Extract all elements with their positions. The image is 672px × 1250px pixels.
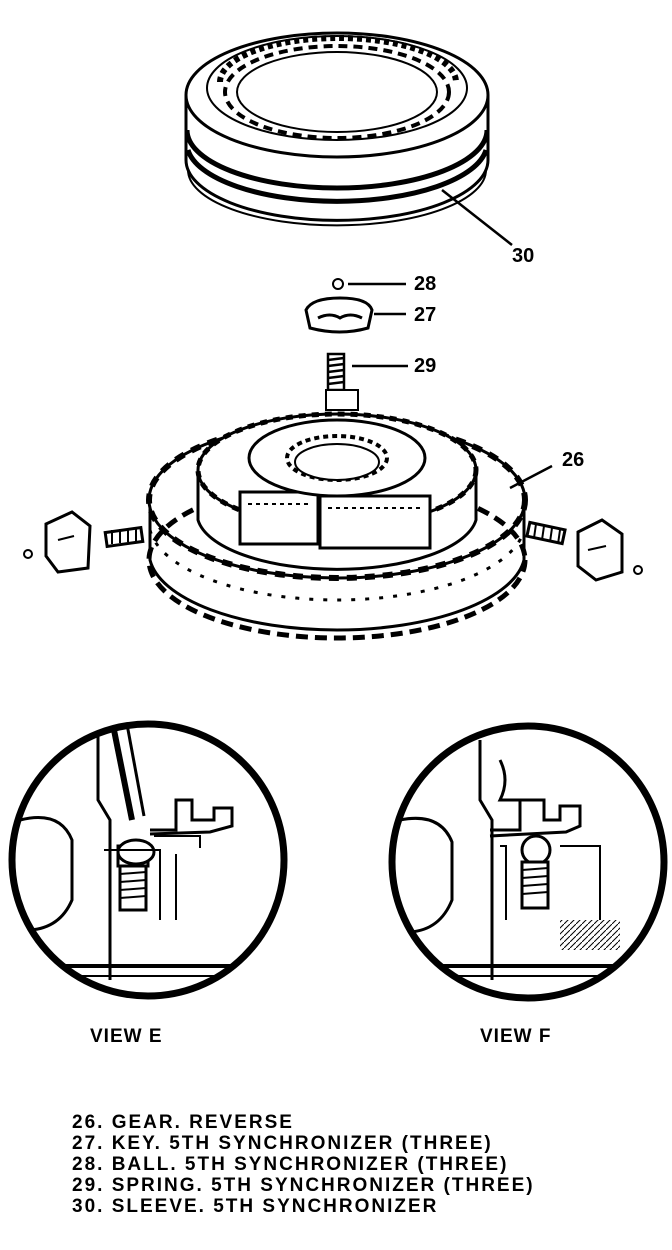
legend-item-26: 26. GEAR. REVERSE xyxy=(72,1112,294,1133)
sleeve-30 xyxy=(184,31,490,227)
view-f-label: VIEW F xyxy=(480,1026,551,1047)
view-f-detail xyxy=(388,722,668,1002)
callout-30: 30 xyxy=(512,245,534,267)
callout-26: 26 xyxy=(562,449,584,471)
callout-28: 28 xyxy=(414,273,436,295)
leader-30 xyxy=(441,189,513,246)
key-27 xyxy=(304,296,374,334)
right-key-assembly xyxy=(525,518,643,582)
legend-item-27: 27. KEY. 5TH SYNCHRONIZER (THREE) xyxy=(72,1133,493,1154)
spring-29 xyxy=(326,352,346,392)
callout-29: 29 xyxy=(414,355,436,377)
leader-26 xyxy=(509,464,553,490)
legend-item-30: 30. SLEEVE. 5TH SYNCHRONIZER xyxy=(72,1196,439,1217)
legend-item-28: 28. BALL. 5TH SYNCHRONIZER (THREE) xyxy=(72,1154,509,1175)
legend-item-29: 29. SPRING. 5TH SYNCHRONIZER (THREE) xyxy=(72,1175,535,1196)
view-e-label: VIEW E xyxy=(90,1026,163,1047)
left-key-assembly xyxy=(23,510,145,574)
ball-28 xyxy=(332,278,344,290)
gear-26 xyxy=(146,389,528,641)
parts-legend: 26. GEAR. REVERSE 27. KEY. 5TH SYNCHRONI… xyxy=(72,1112,535,1217)
callout-27: 27 xyxy=(414,304,436,326)
view-e-detail xyxy=(8,720,288,1000)
